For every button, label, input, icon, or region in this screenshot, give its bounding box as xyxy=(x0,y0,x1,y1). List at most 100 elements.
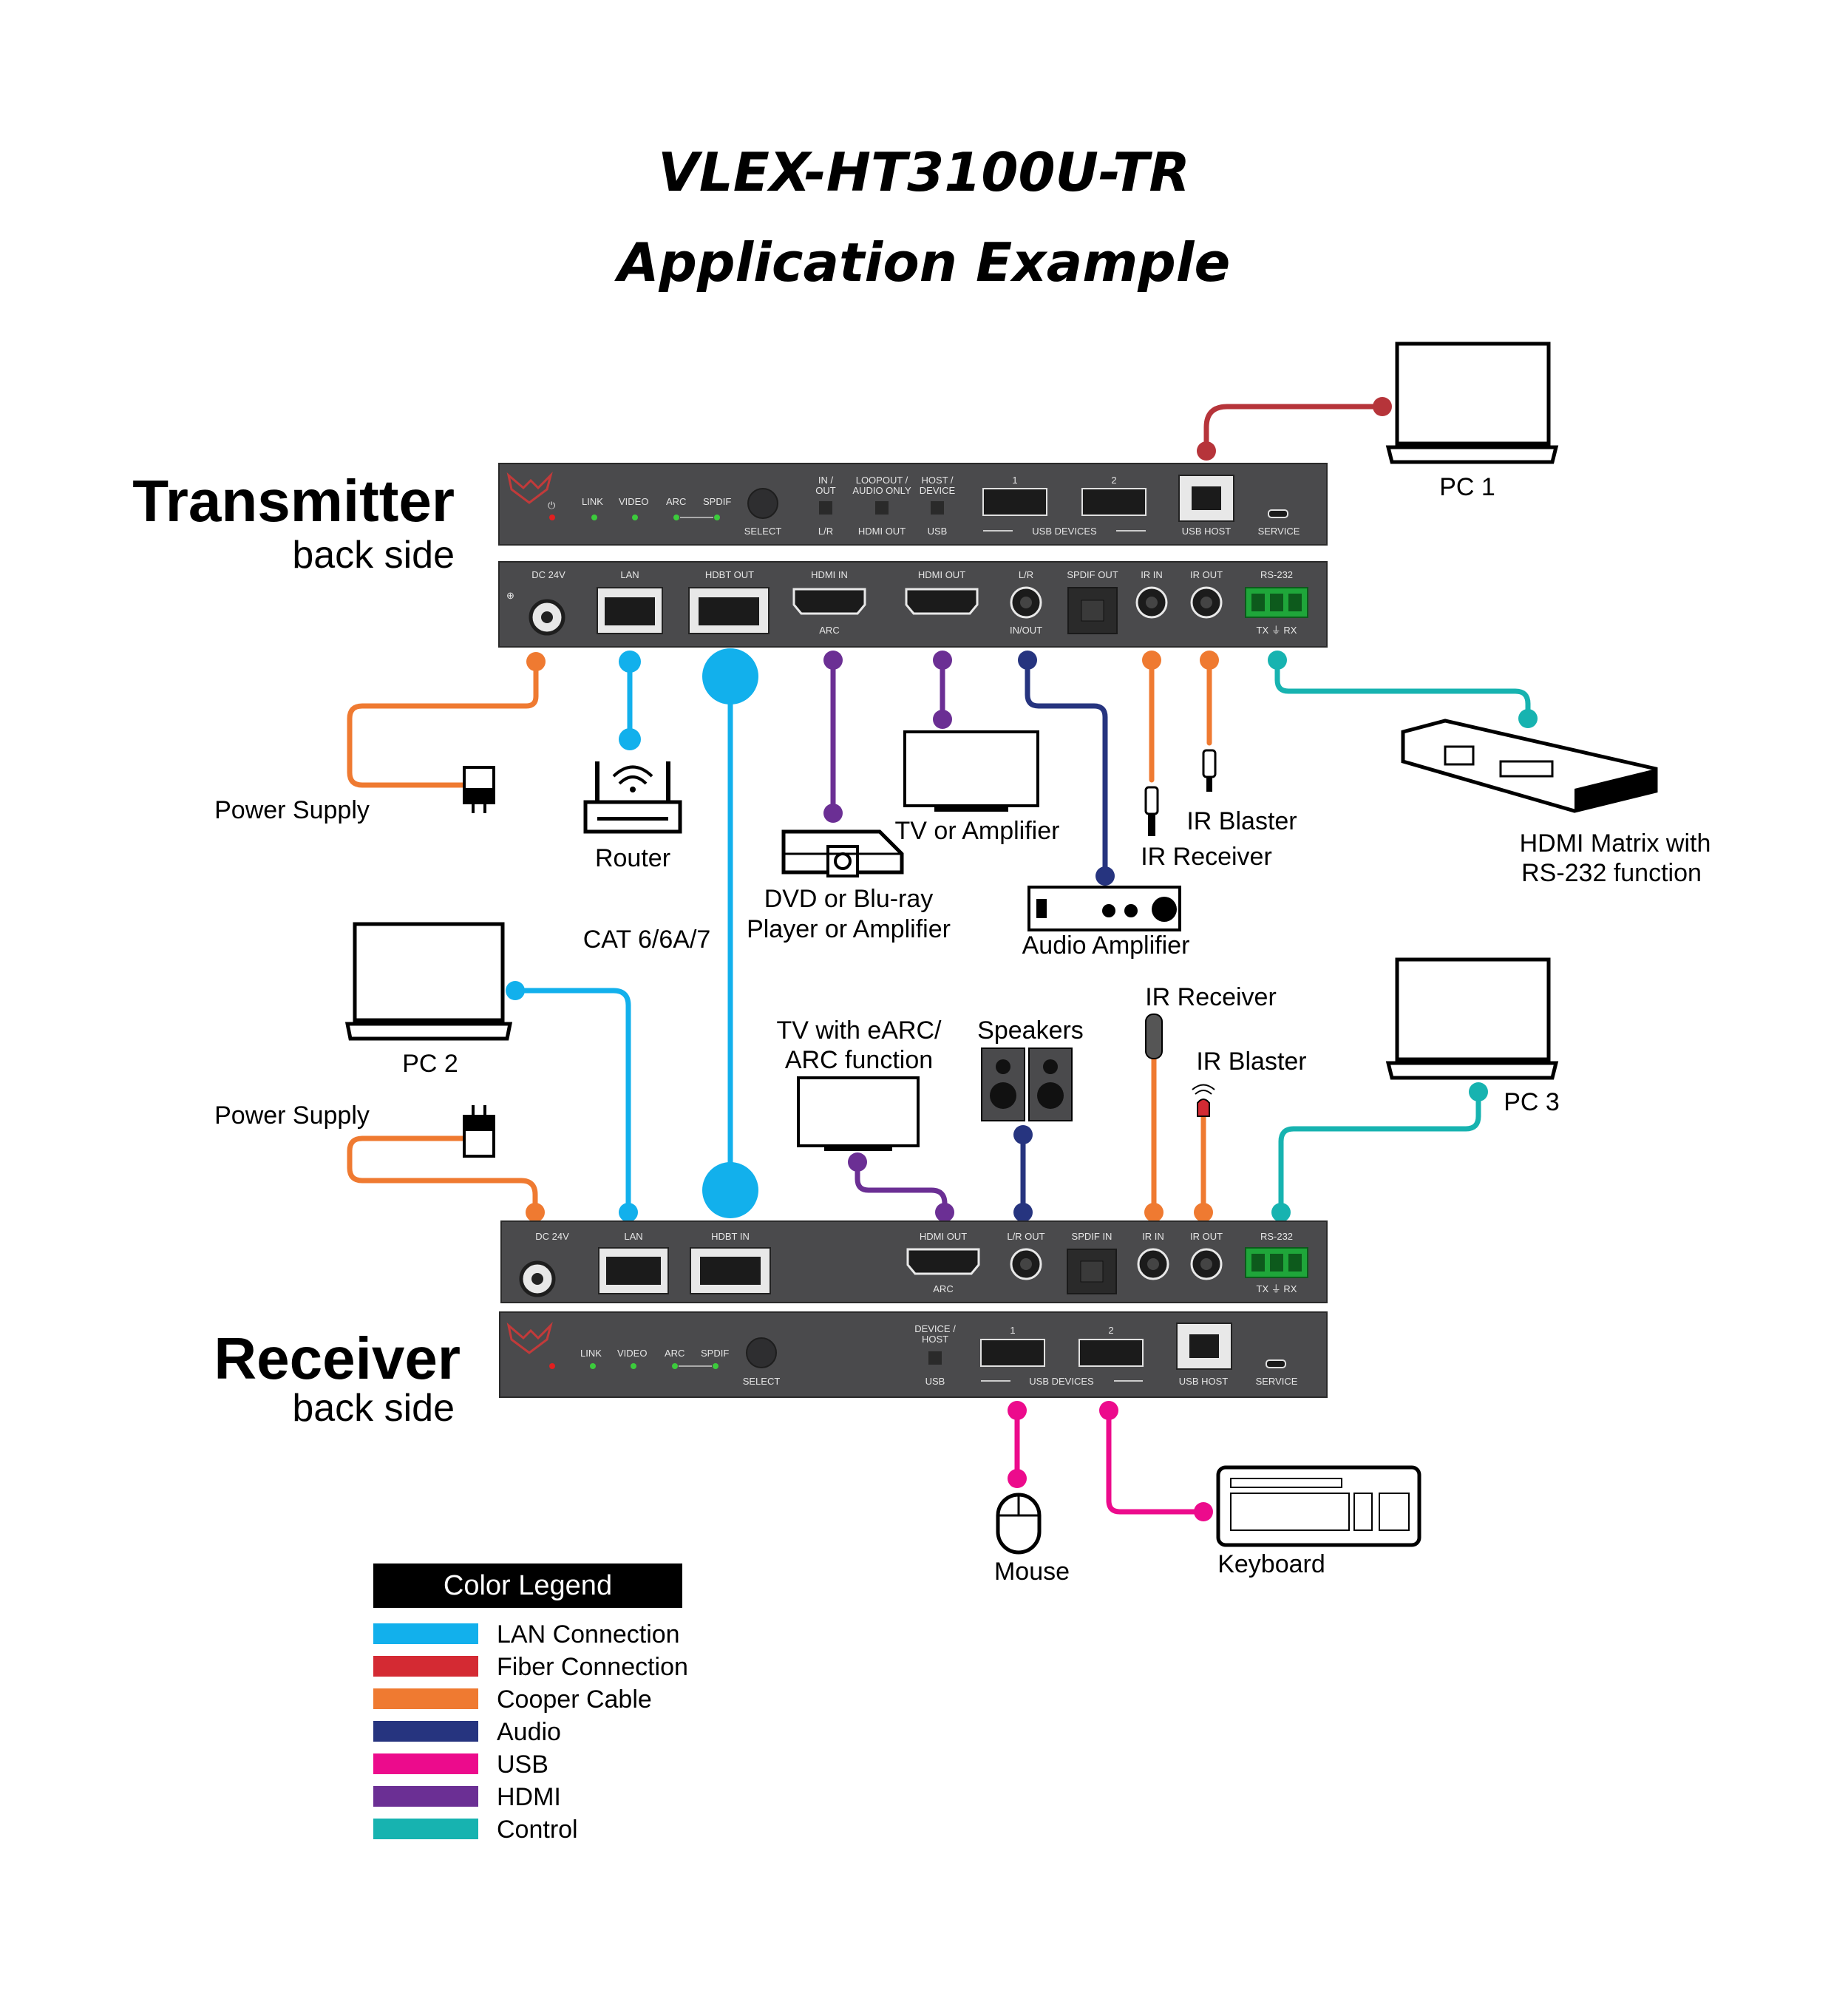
audio-amplifier-label: Audio Amplifier xyxy=(1022,931,1190,960)
wire-end-dot xyxy=(702,648,758,704)
service-port[interactable] xyxy=(1268,509,1288,518)
ir-blaster-rx-icon xyxy=(1192,1084,1215,1117)
switch2-bottom-label: HDMI OUT xyxy=(858,526,906,537)
spdif-out-label: SPDIF OUT xyxy=(1067,569,1118,580)
lan-label: LAN xyxy=(620,569,639,580)
rx-led-label-arc: ARC xyxy=(665,1348,684,1359)
wire-end-dot xyxy=(848,1152,867,1172)
led-label-video: VIDEO xyxy=(619,496,648,507)
wire-end-dot xyxy=(619,728,641,750)
legend-swatch xyxy=(373,1721,478,1742)
wire-end-dot xyxy=(1095,866,1115,886)
select-button[interactable] xyxy=(747,488,778,519)
wire-end-dot xyxy=(1197,441,1216,461)
ir-in-label: IR IN xyxy=(1141,569,1163,580)
dvd-label-2: Player or Amplifier xyxy=(747,915,951,943)
hdmi-out-label: HDMI OUT xyxy=(918,569,965,580)
wire-end-dot xyxy=(1200,651,1219,670)
lr-mode-switch[interactable] xyxy=(819,501,832,515)
rx-led-label-link: LINK xyxy=(580,1348,602,1359)
spdif-out-port[interactable] xyxy=(1067,587,1118,634)
cat-cable-label: CAT 6/6A/7 xyxy=(583,926,711,954)
wire-tx-rs232-matrix xyxy=(1274,657,1531,722)
legend-label: LAN Connection xyxy=(497,1620,680,1649)
wire-end-dot xyxy=(1194,1502,1213,1521)
hdmi-in-sub-label: ARC xyxy=(819,625,839,636)
ir-receiver-tx-icon xyxy=(1144,786,1159,836)
dc-label: DC 24V xyxy=(531,569,565,580)
pc1-laptop-icon xyxy=(1385,342,1559,464)
usb-host-label: USB HOST xyxy=(1182,526,1232,537)
switch3-bottom-label: USB xyxy=(928,526,948,537)
wire-end-dot xyxy=(619,651,641,673)
usb-mode-switch[interactable] xyxy=(931,501,944,515)
tv-earc-label-2: ARC function xyxy=(785,1046,933,1074)
wire-end-dot xyxy=(702,1162,758,1218)
rx-usb-port-1[interactable] xyxy=(980,1339,1045,1367)
power-supply-tx-label: Power Supply xyxy=(214,796,370,824)
rx-usb-devices-label: USB DEVICES xyxy=(1029,1376,1094,1387)
rx-hdmi-out-sub-label: ARC xyxy=(933,1283,953,1294)
wire-end-dot xyxy=(823,804,843,823)
receiver-bottom-panel: LINK VIDEO ARC SPDIF SELECT DEVICE / HOS… xyxy=(499,1311,1328,1398)
wire-end-dot xyxy=(526,1203,545,1222)
rx-switch-top-label: DEVICE / xyxy=(914,1323,956,1334)
receiver-sublabel: back side xyxy=(292,1387,455,1430)
keyboard-label: Keyboard xyxy=(1217,1550,1325,1578)
wire-end-dot xyxy=(1271,1203,1291,1222)
wire-end-dot xyxy=(1144,1203,1164,1222)
rx-dc-label: DC 24V xyxy=(535,1231,569,1242)
wire-end-dot xyxy=(1013,1203,1033,1222)
switch1-bottom-label: L/R xyxy=(818,526,833,537)
rx-lr-out-label: L/R OUT xyxy=(1007,1231,1044,1242)
rx-hdmi-out-port[interactable] xyxy=(906,1248,980,1275)
ir-receiver-rx-icon xyxy=(1145,1014,1163,1059)
ir-blaster-tx-label: IR Blaster xyxy=(1186,807,1297,835)
hdmi-out-mode-switch[interactable] xyxy=(875,501,889,515)
usb1-label: 1 xyxy=(1012,475,1017,486)
legend-swatch xyxy=(373,1753,478,1774)
lr-sub-label: IN/OUT xyxy=(1010,625,1042,636)
wire-usb-keyboard xyxy=(1106,1408,1206,1515)
pc2-laptop-icon xyxy=(344,922,513,1041)
hdmi-in-port[interactable] xyxy=(792,588,866,615)
transmitter-sublabel: back side xyxy=(292,534,455,577)
router-icon xyxy=(583,761,682,834)
switch2-top-label: LOOPOUT / xyxy=(856,475,908,486)
led-label-spdif: SPDIF xyxy=(703,496,731,507)
dvd-player-icon xyxy=(781,829,904,877)
wire-rx-power xyxy=(347,1135,538,1215)
transmitter-label: Transmitter xyxy=(132,468,455,534)
legend-label: Control xyxy=(497,1816,578,1844)
ir-receiver-tx-label: IR Receiver xyxy=(1141,843,1272,871)
pc2-label: PC 2 xyxy=(402,1050,458,1078)
legend-label: Audio xyxy=(497,1718,561,1746)
rx-usb-port-2[interactable] xyxy=(1078,1339,1144,1367)
rx-hdbt-in-label: HDBT IN xyxy=(711,1231,750,1242)
wire-end-dot xyxy=(823,651,843,670)
legend-title: Color Legend xyxy=(444,1570,612,1601)
usb-port-2[interactable] xyxy=(1081,488,1146,516)
pc3-label: PC 3 xyxy=(1504,1088,1560,1116)
legend-label: Fiber Connection xyxy=(497,1653,688,1681)
ir-blaster-rx-label: IR Blaster xyxy=(1196,1048,1306,1076)
polarity-icon: ⊕ xyxy=(506,590,514,601)
switch3-top-label-2: DEVICE xyxy=(920,485,956,496)
rx-led-label-video: VIDEO xyxy=(617,1348,647,1359)
hdmi-in-label: HDMI IN xyxy=(811,569,848,580)
wire-end-dot xyxy=(1194,1203,1213,1222)
switch2-top-label-2: AUDIO ONLY xyxy=(852,485,911,496)
rx-select-button[interactable] xyxy=(746,1337,777,1368)
switch1-top-label-2: OUT xyxy=(815,485,836,496)
rx-service-port[interactable] xyxy=(1266,1359,1286,1368)
hdmi-out-port[interactable] xyxy=(905,588,979,615)
rx-usb-mode-switch[interactable] xyxy=(928,1351,942,1365)
hdmi-matrix-label-1: HDMI Matrix with xyxy=(1520,829,1711,858)
wire-pc2-rx-lan xyxy=(512,988,631,1215)
keyboard-icon xyxy=(1216,1465,1421,1547)
wire-end-dot xyxy=(506,981,525,1000)
usb-port-1[interactable] xyxy=(982,488,1047,516)
rx-usb1-label: 1 xyxy=(1010,1325,1015,1336)
rx-hdmi-out-label: HDMI OUT xyxy=(920,1231,967,1242)
